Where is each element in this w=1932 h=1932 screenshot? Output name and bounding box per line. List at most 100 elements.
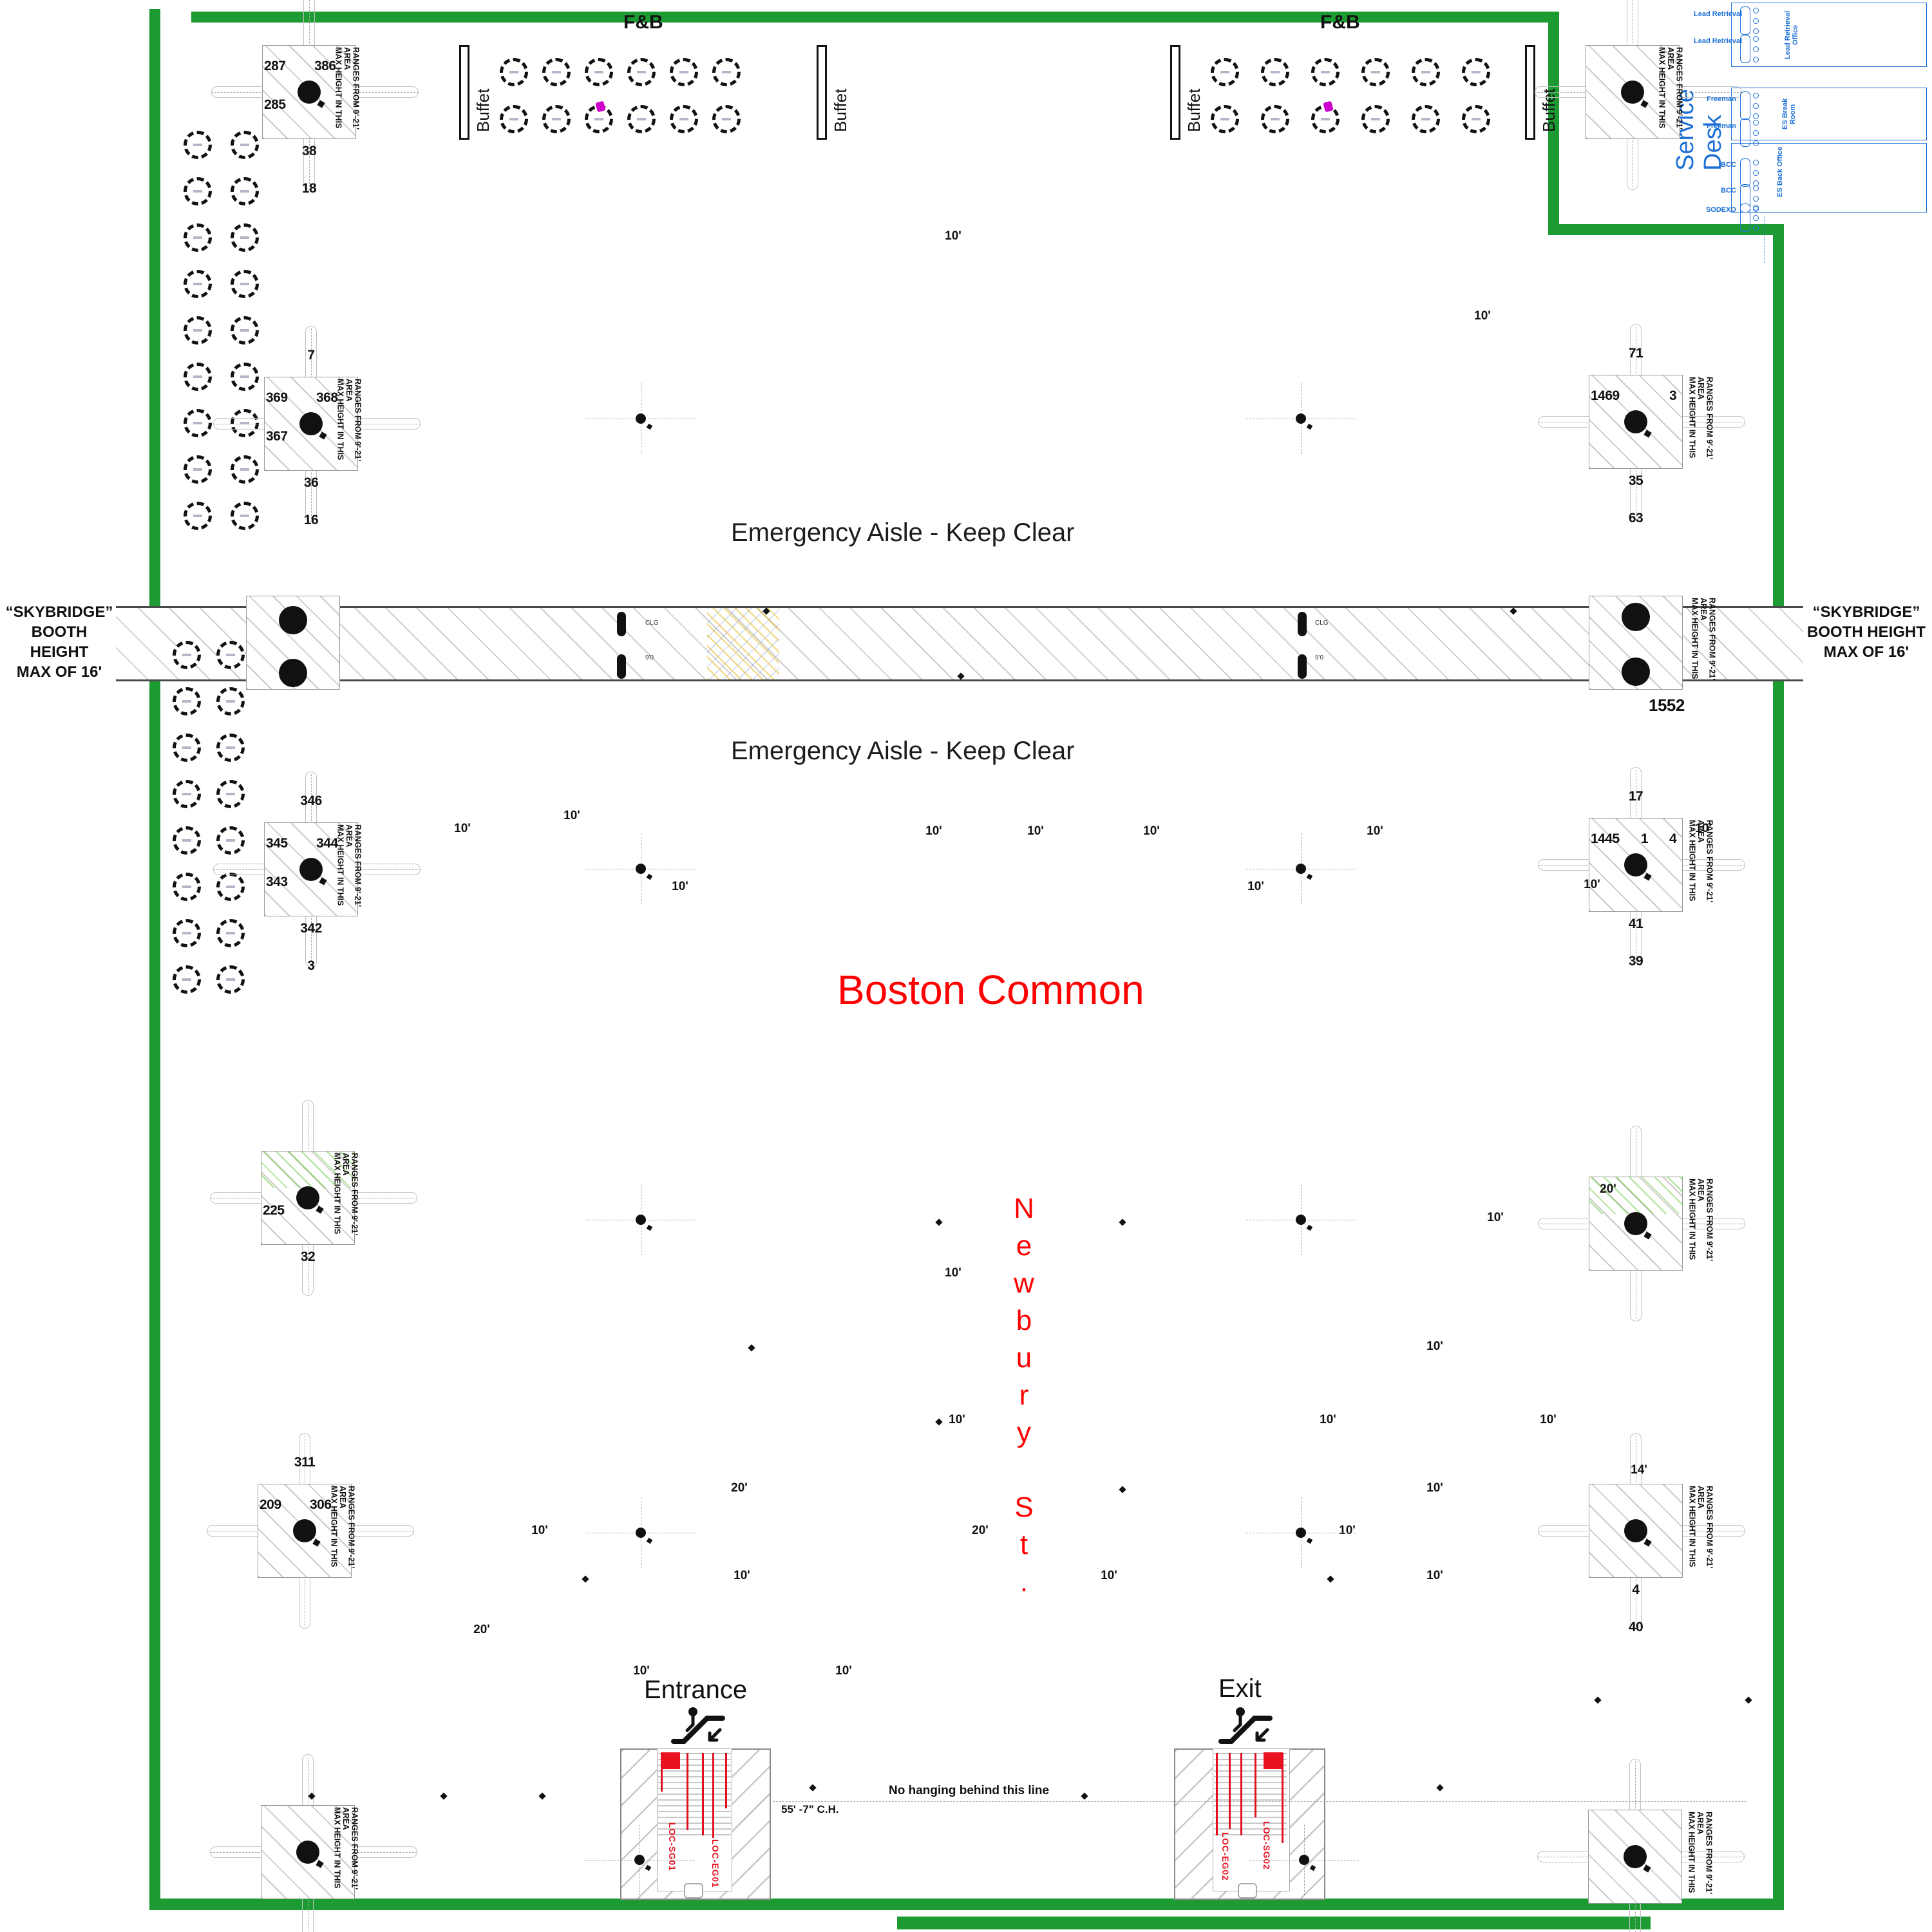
no-hanging-label: No hanging behind this line xyxy=(889,1784,1050,1797)
dimension-label: 10' xyxy=(672,880,688,893)
service-station-label: Lead Retrieval xyxy=(1694,10,1743,18)
max-height-note: MAX HEIGHT IN THIS AREA RANGES FROM 9'-2… xyxy=(336,379,363,462)
street-letter: . xyxy=(1019,1566,1028,1598)
service-desk-table xyxy=(1740,158,1750,187)
escalator-rail xyxy=(712,1753,714,1838)
skybridge-marker-dot xyxy=(279,659,307,687)
tick-mark xyxy=(440,1792,448,1800)
service-desk-chair xyxy=(1753,120,1759,126)
boundary-bottom-2 xyxy=(897,1917,1651,1929)
booth-number: 1445 xyxy=(1591,831,1620,846)
round-table xyxy=(216,780,245,808)
service-desk-chair xyxy=(1753,205,1759,211)
booth-number: 39 xyxy=(1628,954,1643,969)
round-table xyxy=(184,270,212,298)
round-table xyxy=(216,687,245,715)
escalator-rail xyxy=(687,1753,688,1830)
column-marker-dot xyxy=(1624,410,1647,433)
booth-number: 287 xyxy=(264,59,286,73)
loc-code-eg01: LOC-EG01 xyxy=(710,1839,720,1888)
round-table xyxy=(231,409,259,437)
column-marker-dot xyxy=(293,1519,316,1542)
dimension-label: 10' xyxy=(1426,1481,1443,1495)
column-marker-dot xyxy=(1624,853,1647,876)
skybridge-note-line3: MAX OF 16' xyxy=(1823,643,1909,661)
round-table xyxy=(627,105,656,133)
dimension-label: 10' xyxy=(1339,1524,1356,1537)
fire-equipment-icon xyxy=(646,1224,653,1231)
service-desk-table xyxy=(1740,6,1750,35)
skybridge-marker-dot xyxy=(1622,603,1650,631)
dimension-label: 10' xyxy=(531,1524,548,1537)
round-table xyxy=(231,316,259,345)
dimension-label: 10' xyxy=(945,229,961,243)
dimension-label: 10' xyxy=(1367,824,1383,838)
round-table xyxy=(1361,58,1390,86)
service-desk-chair xyxy=(1753,8,1759,14)
tick-mark xyxy=(1119,1486,1126,1493)
dimension-label: 10' xyxy=(1027,824,1044,838)
max-height-note: MAX HEIGHT IN THIS AREA RANGES FROM 9'-2… xyxy=(1687,1179,1714,1262)
round-table xyxy=(184,177,212,205)
booth-number: 35 xyxy=(1628,473,1643,488)
tick-mark xyxy=(1119,1218,1126,1226)
floor-column-dot xyxy=(1296,413,1306,424)
tick-mark xyxy=(1081,1792,1088,1800)
dimension-label: 10' xyxy=(564,809,580,822)
booth-number: 41 xyxy=(1628,916,1643,931)
booth-number: 63 xyxy=(1628,511,1643,526)
service-desk-chair xyxy=(1753,103,1759,109)
emergency-aisle-text-1: Emergency Aisle - Keep Clear xyxy=(731,518,1075,547)
booth-number: 367 xyxy=(266,429,288,444)
skybridge-band xyxy=(116,606,1803,681)
service-desk-chair xyxy=(1753,18,1759,24)
boundary-top xyxy=(191,12,1558,23)
dimension-label: 20' xyxy=(473,1623,490,1636)
floor-column-dot xyxy=(636,1528,646,1538)
tick-mark xyxy=(748,1344,755,1352)
dimension-label: 10' xyxy=(1695,822,1712,835)
fire-equipment-icon xyxy=(1306,1537,1313,1544)
no-hanging-line xyxy=(773,1801,1747,1802)
tick-mark xyxy=(809,1784,817,1792)
round-table xyxy=(670,58,698,86)
round-table xyxy=(712,105,741,133)
fire-equipment-icon xyxy=(646,873,653,880)
boundary-bottom xyxy=(149,1899,1784,1910)
emergency-aisle-text-2: Emergency Aisle - Keep Clear xyxy=(731,737,1075,765)
booth-number: 342 xyxy=(300,921,322,936)
booth-number: 225 xyxy=(263,1203,285,1218)
skybridge-note-line2: BOOTH HEIGHT xyxy=(1807,623,1926,641)
floor-column-dot xyxy=(634,1855,645,1865)
dimension-label: 10' xyxy=(945,1266,961,1280)
round-table xyxy=(184,363,212,391)
buffet-label: Buffet xyxy=(831,88,850,132)
max-height-note: MAX HEIGHT IN THIS AREA RANGES FROM 9'-2… xyxy=(1687,1486,1714,1569)
skybridge-pill xyxy=(1298,654,1307,679)
buffet-counter xyxy=(459,45,469,140)
street-letter: N xyxy=(1014,1193,1034,1224)
round-table xyxy=(712,58,741,86)
round-table xyxy=(1462,105,1490,133)
buffet-counter xyxy=(817,45,827,140)
round-table xyxy=(231,502,259,530)
skybridge-dim-label: 9'0 xyxy=(645,654,654,661)
round-table xyxy=(231,131,259,159)
exit-door xyxy=(1238,1883,1257,1899)
column-marker-dot xyxy=(299,412,323,435)
dimension-label: 10' xyxy=(1320,1413,1336,1426)
round-table xyxy=(1311,58,1340,86)
round-table xyxy=(231,223,259,252)
dimension-label: 10' xyxy=(1487,1211,1504,1224)
max-height-note: MAX HEIGHT IN THIS AREA RANGES FROM 9'-2… xyxy=(332,1807,359,1890)
booth-number: 386 xyxy=(314,59,336,73)
tick-mark xyxy=(582,1575,589,1583)
service-station-label: Freeman xyxy=(1707,95,1736,103)
fire-equipment-icon xyxy=(1306,423,1313,430)
booth-number: 40 xyxy=(1628,1620,1643,1634)
column-marker-dot xyxy=(296,1186,319,1209)
floor-column-dot xyxy=(636,413,646,424)
dimension-label: 10' xyxy=(1143,824,1160,838)
floor-column-dot xyxy=(1296,1215,1306,1225)
